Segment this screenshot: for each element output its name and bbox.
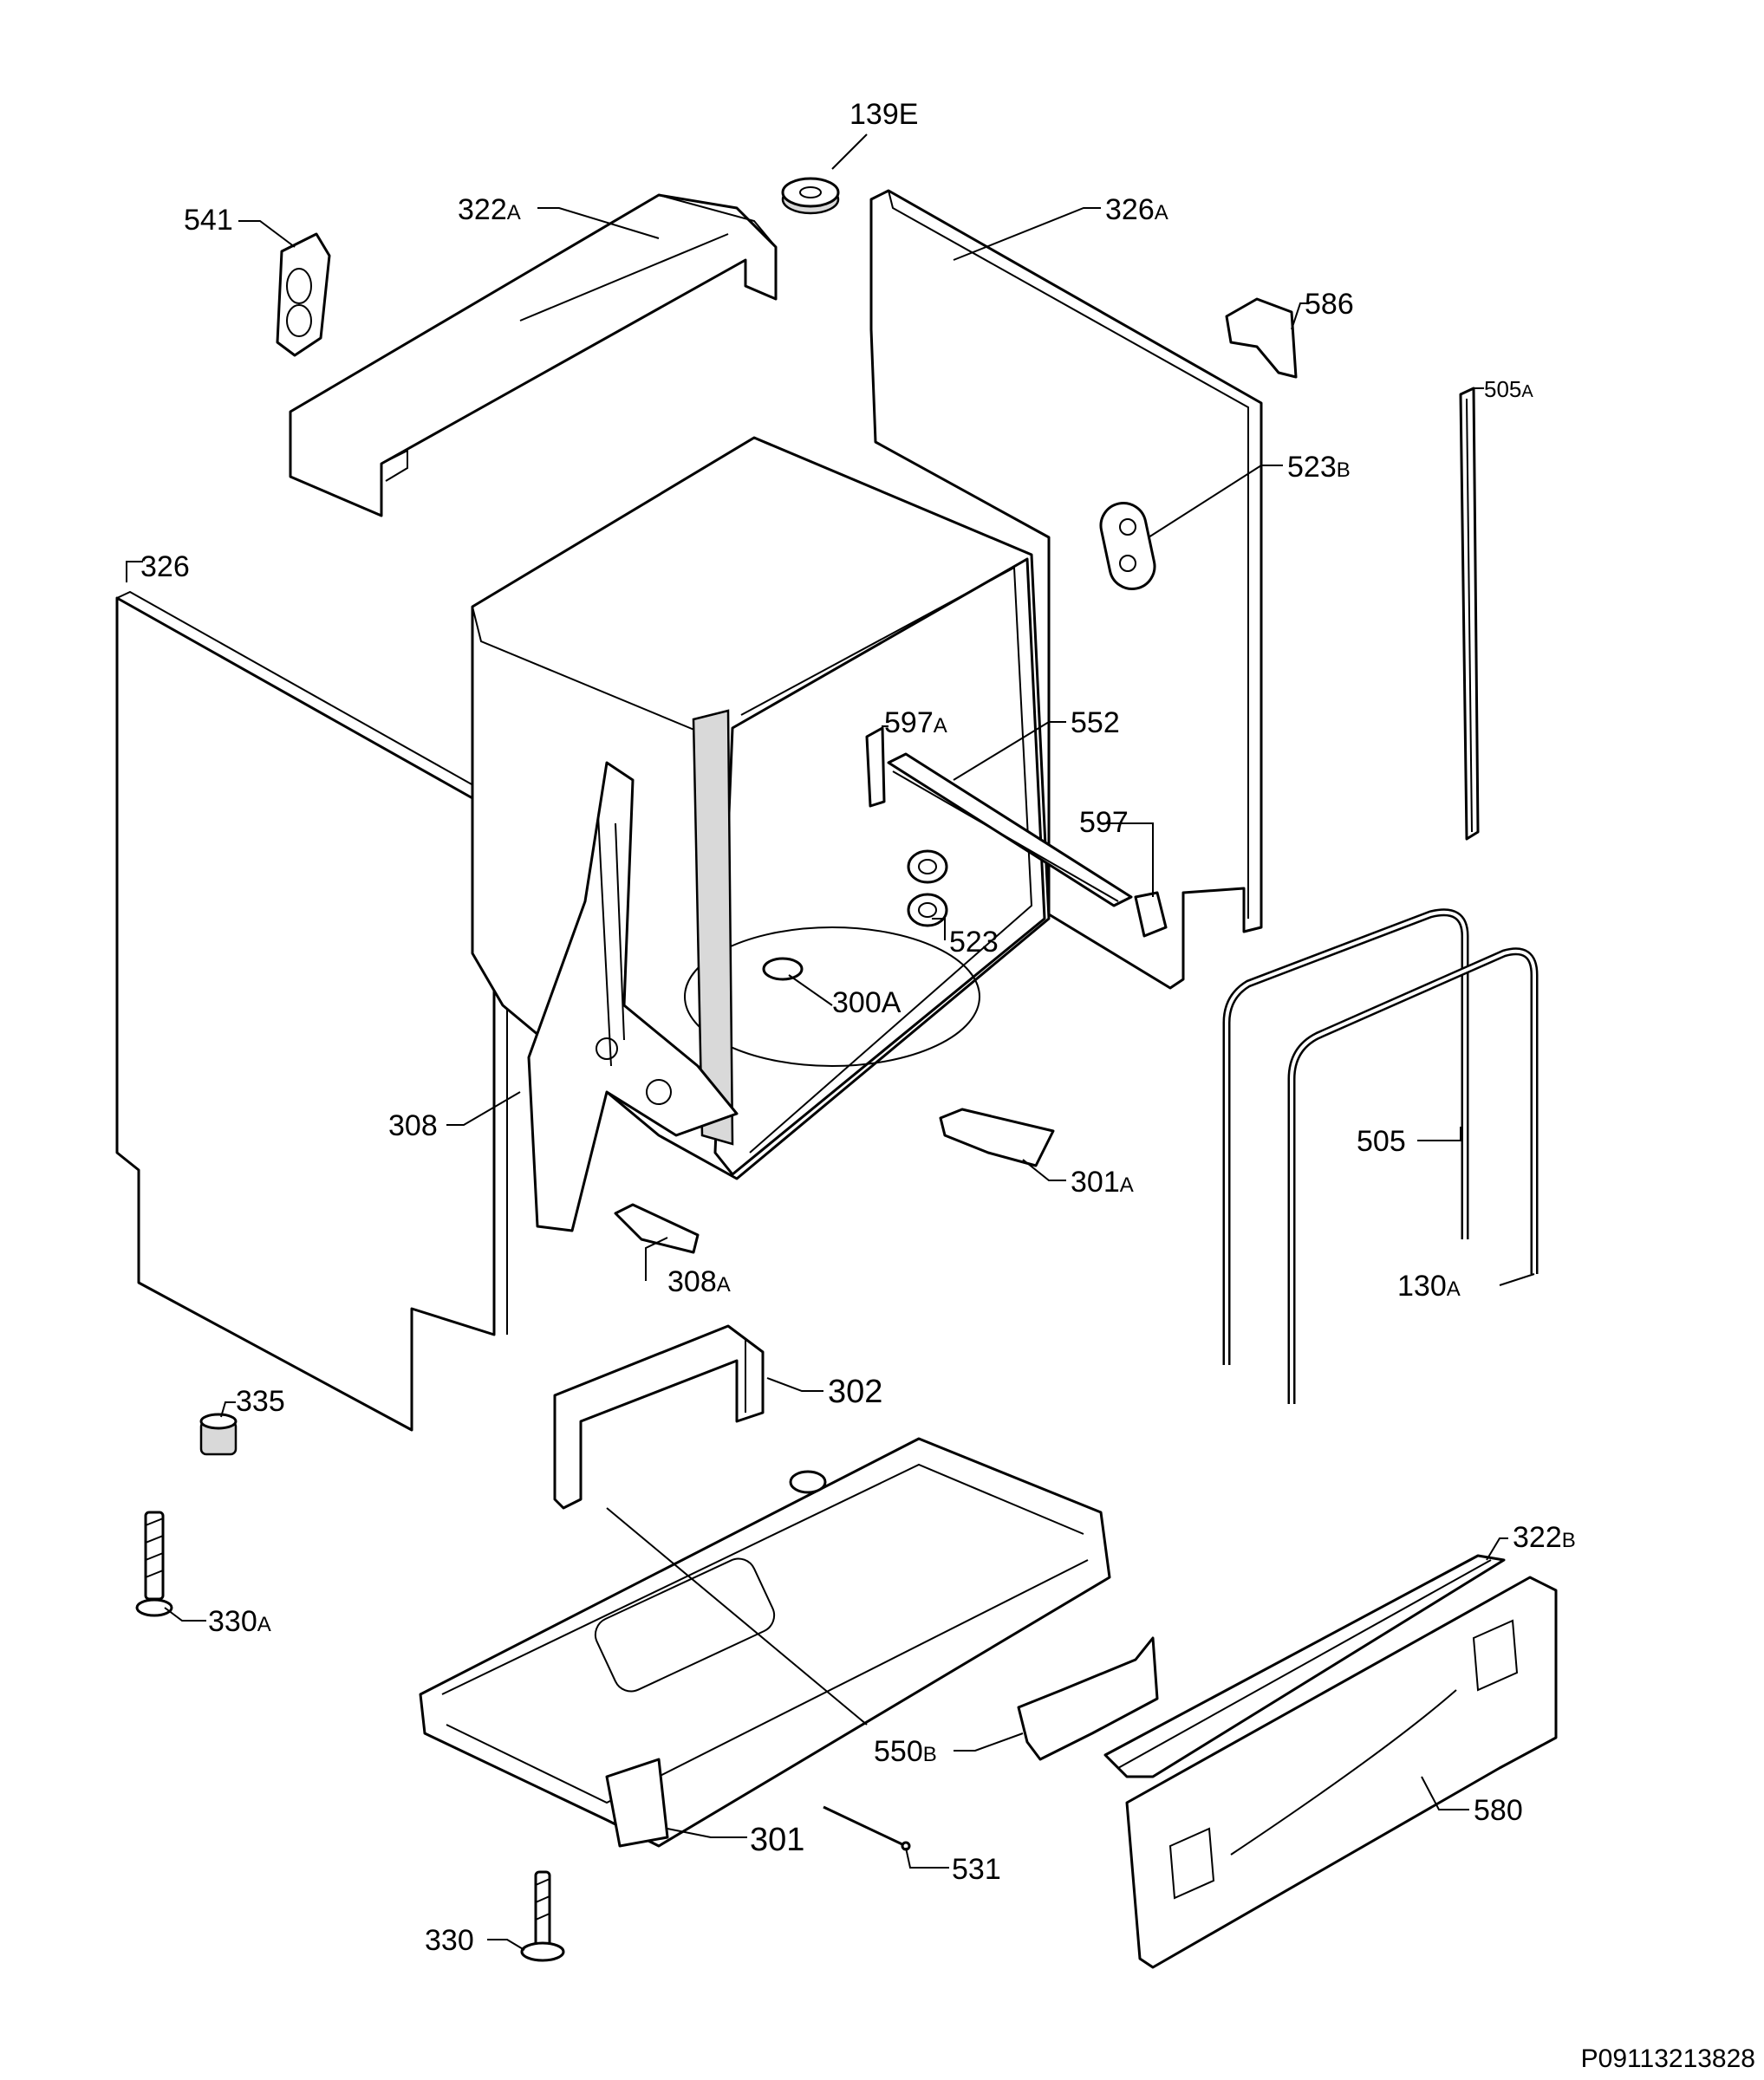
grommet-upper [1099,502,1156,590]
callout-330A: 330A [208,1605,271,1638]
callout-322A: 322A [458,193,521,226]
top-rail-lower [1103,1554,1506,1778]
door-hinge-assembly [527,761,739,1232]
callout-326: 326 [140,550,190,583]
callout-580: 580 [1474,1794,1523,1827]
callout-302: 302 [828,1374,882,1410]
hinge-pin [614,1203,700,1254]
callout-505: 505 [1357,1125,1406,1158]
leveling-screw-long [135,1511,173,1617]
callout-130A: 130A [1397,1270,1461,1303]
base-side-bracket [553,1324,765,1510]
mounting-bracket [1225,297,1298,379]
foot-nut [199,1413,238,1456]
foot-knob-top [781,177,840,215]
callout-597A: 597A [884,706,947,739]
callout-301A: 301A [1071,1166,1134,1199]
callout-139E: 139E [849,98,918,131]
side-panel-right [869,189,1263,990]
hinge-clip [276,232,331,357]
callout-523: 523 [949,926,999,959]
callout-330: 330 [425,1924,474,1957]
callout-597: 597 [1079,806,1129,839]
callout-550B: 550B [874,1735,937,1768]
top-rail-left [289,193,778,517]
callout-308A: 308A [667,1265,731,1298]
base-frame [419,1437,1111,1848]
callout-541: 541 [184,204,233,237]
basket-rail [887,752,1133,907]
side-panel-left [115,590,510,1432]
leader-lines [126,133,1535,1951]
callout-301: 301 [750,1822,804,1858]
callout-531: 531 [952,1853,1001,1886]
callout-552: 552 [1071,706,1120,739]
plinth-bracket-small [939,1108,1055,1167]
rail-end-cap-front [865,726,886,808]
plinth-rod [823,1805,911,1851]
drawing-code: P09113213828 [1581,2044,1755,2073]
callout-322B: 322B [1513,1521,1576,1554]
plinth-holder [1017,1636,1159,1761]
door-seal-outer [1222,908,1469,1365]
callout-308: 308 [388,1109,438,1142]
leveling-screw-short [520,1870,565,1962]
plinth-panel [1125,1576,1558,1969]
callout-300A: 300A [832,986,902,1019]
callout-505A: 505A [1484,376,1533,402]
rail-end-stop [1134,891,1168,938]
callout-335: 335 [236,1385,285,1418]
seal-strip-vertical [1459,387,1480,841]
callout-523B: 523B [1287,451,1351,484]
callout-586: 586 [1305,288,1354,321]
door-seal-inner [1287,947,1539,1404]
callout-326A: 326A [1105,193,1168,226]
